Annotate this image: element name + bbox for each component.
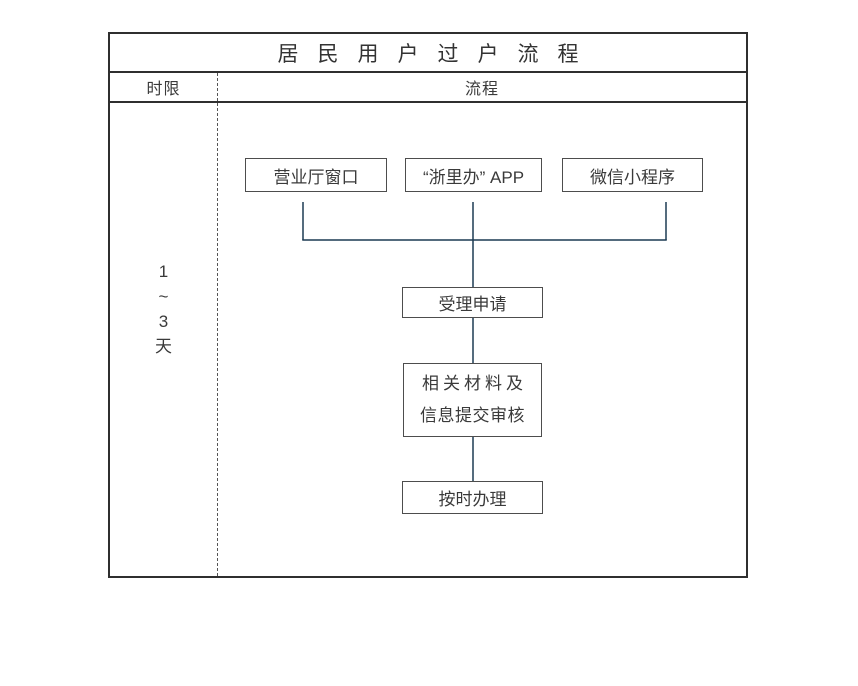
node-submit-materials-line1: 相关材料及 xyxy=(422,374,527,393)
node-handle-on-time: 按时办理 xyxy=(402,481,543,514)
table-frame: 居民用户过户流程 时限 流程 1 ~ 3 天 xyxy=(108,32,748,578)
node-service-hall-window: 营业厅窗口 xyxy=(245,158,387,192)
time-limit-cell: 1 ~ 3 天 xyxy=(110,103,218,576)
time-limit-line: ~ xyxy=(158,287,169,306)
time-limit-label: 1 ~ 3 天 xyxy=(155,259,172,359)
column-header-time-limit: 时限 xyxy=(110,73,218,101)
node-submit-materials-line2: 信息提交审核 xyxy=(420,406,525,425)
table-header-row: 时限 流程 xyxy=(110,73,746,103)
node-submit-materials-review: 相关材料及 信息提交审核 xyxy=(403,363,542,437)
node-zheliban-app: “浙里办” APP xyxy=(405,158,542,192)
table-body-row: 1 ~ 3 天 xyxy=(110,103,746,576)
node-accept-application: 受理申请 xyxy=(402,287,543,318)
time-limit-line: 天 xyxy=(155,337,172,356)
page-title: 居民用户过户流程 xyxy=(110,34,746,73)
time-limit-line: 1 xyxy=(158,262,169,281)
time-limit-line: 3 xyxy=(158,312,169,331)
node-wechat-miniprogram: 微信小程序 xyxy=(562,158,703,192)
column-header-flow: 流程 xyxy=(464,81,499,98)
